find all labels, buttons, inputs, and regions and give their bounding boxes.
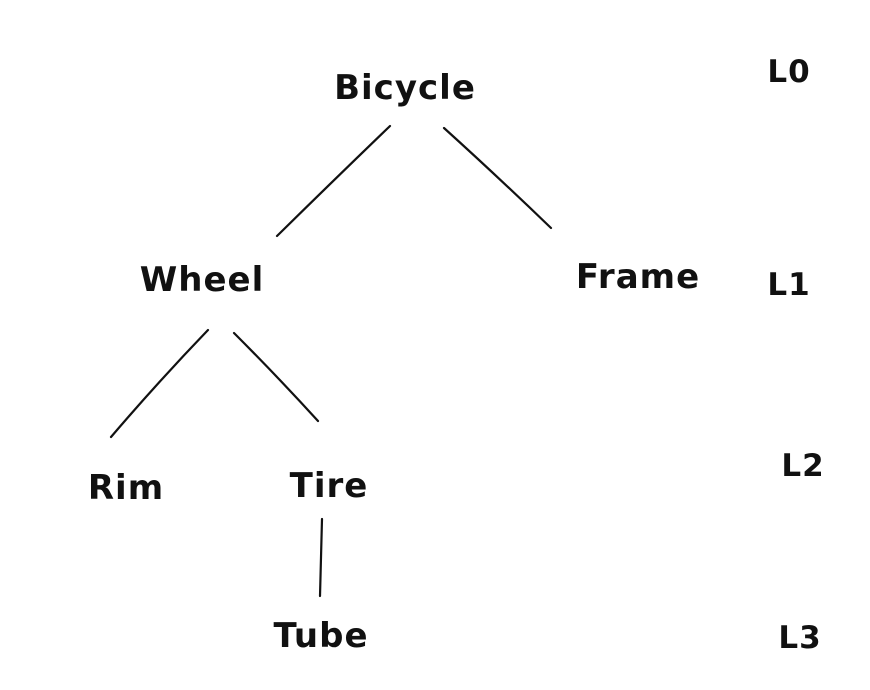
level-label-l2: L2 xyxy=(781,448,825,484)
edge-wheel-rim xyxy=(109,328,210,439)
node-tire: Tire xyxy=(289,466,369,506)
node-tube: Tube xyxy=(273,616,369,656)
level-label-l0: L0 xyxy=(767,54,811,90)
level-label-l3: L3 xyxy=(778,620,822,656)
level-label-l1: L1 xyxy=(767,267,811,303)
edge-wheel-tire xyxy=(232,331,320,423)
node-wheel: Wheel xyxy=(139,260,265,300)
node-bicycle: Bicycle xyxy=(334,68,476,108)
node-rim: Rim xyxy=(87,468,165,508)
edge-bicycle-frame xyxy=(442,126,553,230)
node-frame: Frame xyxy=(575,257,701,297)
edge-bicycle-wheel xyxy=(275,124,392,238)
edge-tire-tube xyxy=(318,517,324,598)
